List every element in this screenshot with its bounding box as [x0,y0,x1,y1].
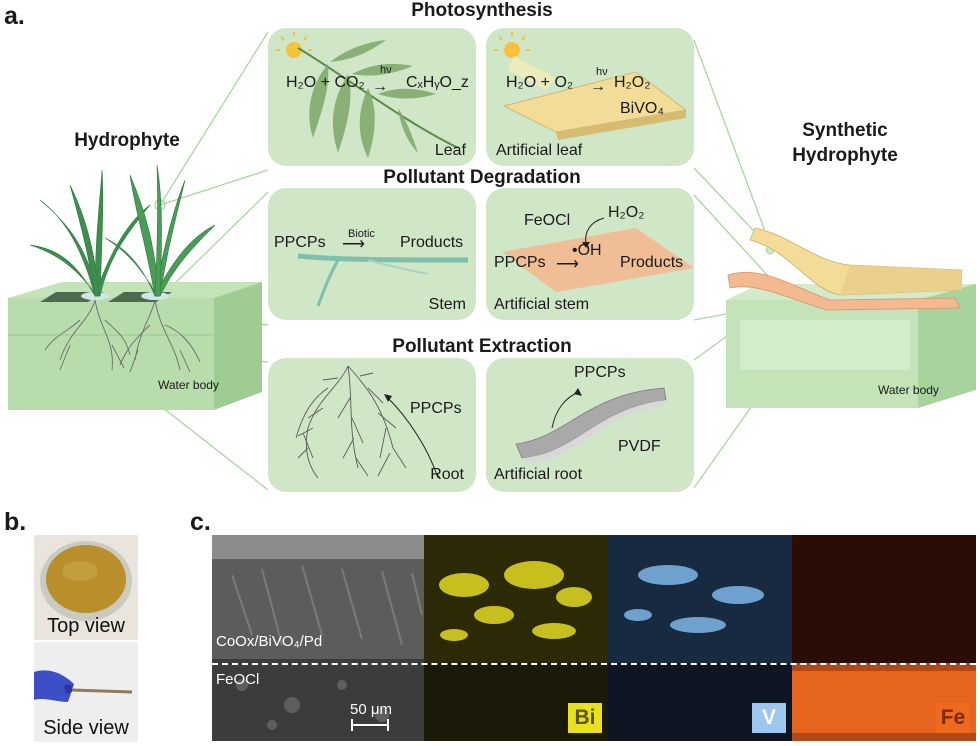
synthetic-title-line1: Synthetic [802,120,888,141]
water-body-left-label: Water body [158,378,219,392]
root-caption: Root [430,466,464,483]
synthetic-title-line2: Hydrophyte [792,145,898,166]
panel-label-b: b. [4,508,27,536]
section-title-degradation: Pollutant Degradation [383,167,581,188]
v-map: V [608,535,792,741]
artificial-root-graphic [515,387,667,464]
hydrophyte-title: Hydrophyte [74,130,180,151]
h2o2-label: H₂O₂ [608,204,645,221]
artificial-leaf-panel: H₂O + O₂ hν → H₂O₂ BiVO₄ Artificial leaf [486,28,694,166]
root-ppcps-label: PPCPs [410,400,462,417]
stem-caption: Stem [428,296,466,313]
bi-map: Bi [424,535,608,741]
leaf-caption: Leaf [434,142,466,159]
artificial-leaf-eq-left: H₂O + O₂ [506,74,574,91]
root-panel: PPCPs Root [268,358,476,492]
artificial-root-panel: PPCPs PVDF Artificial root [486,358,694,492]
membrane-side-graphic [34,670,133,702]
water-body-right-label: Water body [878,383,939,397]
artificial-root-caption: Artificial root [494,466,583,483]
section-title-photosynthesis: Photosynthesis [411,0,553,21]
artificial-stem-graphic [502,217,694,292]
root-graphic [295,365,439,479]
stem-arrow-label: Biotic [348,228,375,240]
synthetic-hydrophyte-title: Synthetic Hydrophyte [770,118,920,168]
sem-cross-section: CoOx/BiVO₄/Pd FeOCl 50 μm [212,535,424,741]
artificial-leaf-caption: Artificial leaf [496,142,583,159]
artificial-leaf-arrow: → [590,78,606,95]
stem-graphic [297,253,469,307]
leaf-panel: H₂O + CO₂ hν → CₓHᵧO_z Leaf [268,28,476,166]
scale-bar-label: 50 μm [350,701,392,718]
fe-map: Fe [792,535,976,741]
v-map-texture [608,535,792,741]
section-title-extraction: Pollutant Extraction [392,336,572,357]
side-view-caption: Side view [43,717,129,739]
stem-product: Products [400,234,464,251]
top-view-photo: Top view [34,535,138,640]
leaf-eq-left: H₂O + CO₂ [286,74,365,91]
lower-layer-label: FeOCl [216,671,260,688]
artificial-stem-caption: Artificial stem [494,296,590,313]
artificial-root-ppcps-label: PPCPs [574,364,626,381]
leaf-graphic [276,32,459,158]
leaf-arrow-label: hν [380,64,392,76]
panel-label-c: c. [190,508,211,536]
hydroxyl-radical-label: •OH [572,242,602,259]
artificial-stem-arrow: ⟶ [556,256,579,273]
artificial-stem-product: Products [620,254,684,271]
stem-reactant: PPCPs [274,234,326,251]
top-view-caption: Top view [47,615,125,637]
artificial-leaf-eq-right: H₂O₂ [614,74,651,91]
side-view-photo: Side view [34,642,138,742]
feocl-label: FeOCl [524,212,571,229]
panel-label-a: a. [4,2,25,30]
upper-layer-label: CoOx/BiVO₄/Pd [216,633,323,650]
membrane-top-graphic [40,541,132,621]
artificial-stem-panel: FeOCl H₂O₂ •OH PPCPs ⟶ Products Artifici… [486,188,694,320]
bivo4-label: BiVO₄ [620,100,664,117]
artificial-leaf-graphic [494,32,687,140]
stem-panel: PPCPs Biotic ⟶ Products Stem [268,188,476,320]
artificial-leaf-arrow-label: hν [596,66,608,78]
v-badge: V [752,703,786,733]
leaf-arrow: → [372,78,388,95]
artificial-stem-reactant: PPCPs [494,254,546,271]
pvdf-label: PVDF [618,438,661,455]
bi-badge: Bi [568,703,602,733]
sem-texture [212,535,424,741]
stem-arrow: ⟶ [342,236,365,253]
leaf-eq-right: CₓHᵧO_z [406,74,469,91]
interface-dashed-line [212,663,976,665]
fe-badge: Fe [936,703,970,733]
